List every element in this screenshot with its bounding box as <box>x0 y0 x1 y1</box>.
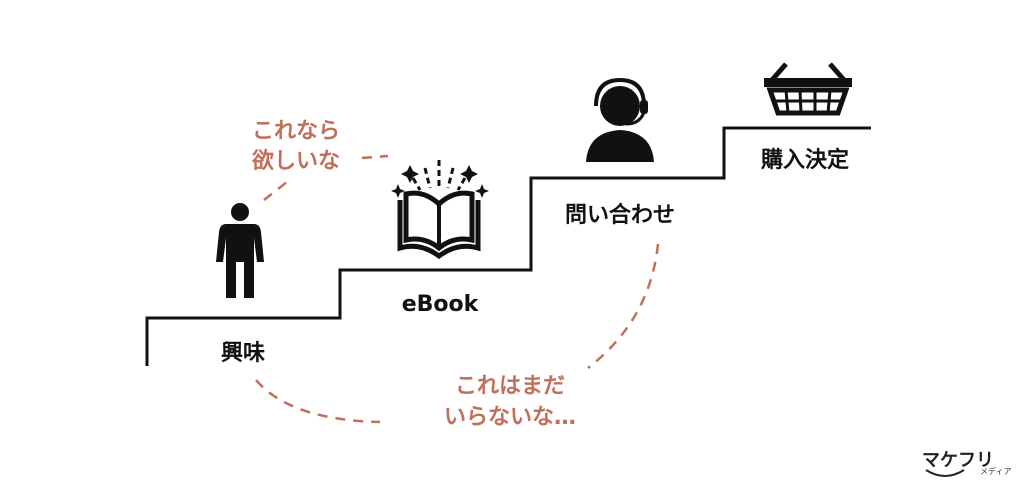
staircase-line <box>145 126 871 366</box>
shopping-basket-icon <box>764 62 852 116</box>
thought-negative-line1: これはまだ <box>455 374 565 399</box>
brand-logo: マケフリ メディア <box>922 450 1011 477</box>
thought-negative-line2: いらないな… <box>444 405 576 430</box>
step-label-purchase: 購入決定 <box>761 147 849 173</box>
step-label-ebook: eBook <box>402 292 480 317</box>
dashed-connectors <box>255 154 660 424</box>
step-label-inquiry: 問い合わせ <box>565 202 675 228</box>
logo-sub: メディア <box>980 466 1011 476</box>
open-book-icon <box>391 160 489 260</box>
logo-name: マケフリ <box>922 450 994 471</box>
thought-positive-line2: 欲しいな <box>251 148 340 174</box>
step-label-interest: 興味 <box>221 341 265 366</box>
operator-headset-icon <box>586 77 654 162</box>
person-icon <box>216 203 264 298</box>
thought-positive-line1: これなら <box>252 119 340 144</box>
